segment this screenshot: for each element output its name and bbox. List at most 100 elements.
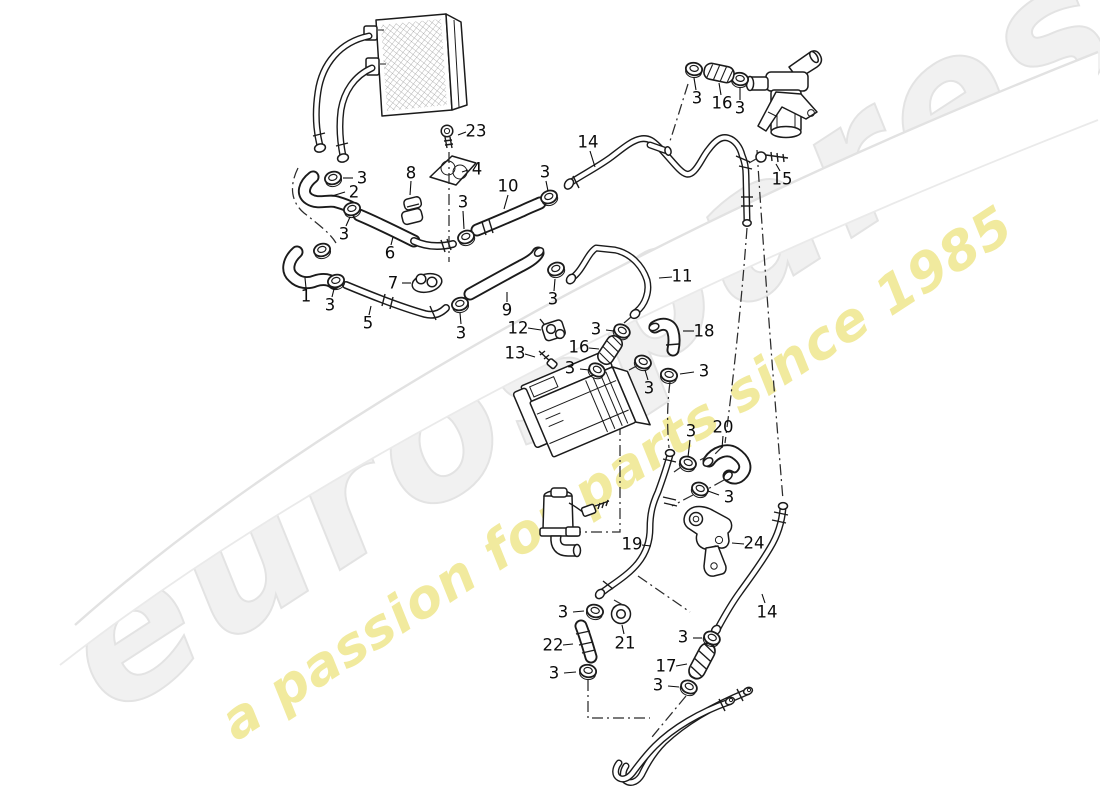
callout-label: 3 bbox=[735, 99, 746, 118]
callout-leader bbox=[368, 305, 372, 316]
callout-label: 5 bbox=[363, 314, 374, 333]
sensor-plug bbox=[568, 499, 610, 517]
callout-leader bbox=[721, 435, 724, 449]
callout-label: 24 bbox=[744, 534, 765, 553]
hose-22 bbox=[574, 619, 598, 664]
radiator-pipes bbox=[312, 32, 376, 163]
callout-leader bbox=[457, 131, 467, 136]
callout-leader bbox=[572, 610, 585, 613]
callout-leader bbox=[553, 278, 556, 292]
bolt-15 bbox=[748, 151, 789, 164]
callout-label: 3 bbox=[724, 488, 735, 507]
callout-label: 16 bbox=[712, 94, 733, 113]
callout-label: 3 bbox=[558, 603, 569, 622]
construction-line-20d bbox=[705, 479, 725, 491]
callout-label: 14 bbox=[578, 133, 599, 152]
callout-label: 3 bbox=[591, 320, 602, 339]
callout-leader bbox=[707, 490, 720, 496]
callout-leader bbox=[563, 671, 577, 674]
callout-label: 20 bbox=[713, 418, 734, 437]
construction-line-20c bbox=[673, 466, 682, 473]
callout-leader bbox=[641, 544, 652, 547]
pipe-14-top bbox=[563, 134, 753, 227]
callout-label: 10 bbox=[498, 177, 519, 196]
water-pump bbox=[539, 487, 582, 558]
callout-leader bbox=[775, 163, 781, 172]
callout-leader bbox=[675, 663, 688, 667]
construction-line-valve-out bbox=[756, 149, 784, 501]
pipe-5 bbox=[342, 281, 450, 321]
callout-leader bbox=[462, 210, 465, 230]
callout-leader bbox=[579, 368, 590, 371]
callout-label: 3 bbox=[548, 290, 559, 309]
heat-exchanger bbox=[363, 13, 468, 117]
callout-leader bbox=[545, 180, 549, 192]
callout-label: 3 bbox=[540, 163, 551, 182]
callout-leader bbox=[409, 180, 412, 196]
callout-leader bbox=[331, 191, 346, 197]
bracket-24 bbox=[683, 505, 733, 577]
construction-line-17-pipes bbox=[651, 695, 687, 738]
callout-label: 13 bbox=[505, 344, 526, 363]
construction-line-valve-in bbox=[668, 83, 689, 145]
callout-label: 17 bbox=[656, 657, 677, 676]
callout-label: 8 bbox=[406, 164, 417, 183]
callout-label: 12 bbox=[508, 319, 529, 338]
callout-label: 3 bbox=[325, 296, 336, 315]
bolt-13 bbox=[538, 350, 558, 370]
callout-leader bbox=[503, 194, 509, 210]
callout-label: 15 bbox=[772, 170, 793, 189]
callout-label: 6 bbox=[385, 244, 396, 263]
callout-label: 18 bbox=[694, 322, 715, 341]
callout-label: 4 bbox=[472, 160, 483, 179]
callout-leader bbox=[621, 624, 625, 635]
elbow-18 bbox=[648, 317, 681, 357]
callout-label: 14 bbox=[757, 603, 778, 622]
callout-label: 3 bbox=[565, 359, 576, 378]
construction-line-21 bbox=[613, 599, 629, 609]
callout-label: 19 bbox=[622, 535, 643, 554]
sensor-12 bbox=[539, 318, 566, 342]
callout-leader bbox=[588, 347, 600, 350]
callout-label: 7 bbox=[388, 274, 399, 293]
callout-label: 3 bbox=[549, 664, 560, 683]
construction-line-bottom-L bbox=[587, 680, 650, 719]
construction-line-19-bottom bbox=[637, 575, 691, 613]
callout-leader bbox=[304, 277, 307, 289]
construction-line-11-chain bbox=[623, 316, 632, 324]
callout-leader bbox=[390, 236, 394, 246]
diagram-linework bbox=[282, 13, 823, 786]
pipe-11 bbox=[565, 244, 652, 320]
callout-label: 3 bbox=[678, 628, 689, 647]
callout-label: 3 bbox=[456, 324, 467, 343]
bottom-pipes bbox=[612, 686, 754, 786]
callout-leader bbox=[589, 150, 596, 168]
pipe-19 bbox=[594, 448, 678, 600]
hose-20 bbox=[702, 444, 752, 485]
callout-leader bbox=[524, 353, 536, 358]
callout-label: 9 bbox=[502, 301, 513, 320]
callout-label: 3 bbox=[458, 193, 469, 212]
callout-leader bbox=[461, 169, 469, 173]
construction-line-heater-box bbox=[579, 382, 621, 533]
callout-leader bbox=[345, 216, 351, 227]
callout-leader bbox=[731, 542, 745, 545]
callout-label: 3 bbox=[644, 379, 655, 398]
callout-label: 16 bbox=[569, 338, 590, 357]
callout-leader bbox=[687, 439, 691, 458]
callout-label: 3 bbox=[653, 676, 664, 695]
callout-label: 21 bbox=[615, 634, 636, 653]
callout-leader bbox=[667, 685, 680, 688]
callout-label: 3 bbox=[339, 225, 350, 244]
callout-leader bbox=[459, 312, 462, 325]
callout-leader bbox=[562, 643, 574, 646]
callout-label: 3 bbox=[686, 422, 697, 441]
callout-leader bbox=[693, 77, 697, 91]
construction-line-14-to-20 bbox=[724, 227, 748, 444]
callout-label: 23 bbox=[466, 122, 487, 141]
clip-8 bbox=[400, 196, 424, 226]
callout-leader bbox=[761, 593, 766, 604]
